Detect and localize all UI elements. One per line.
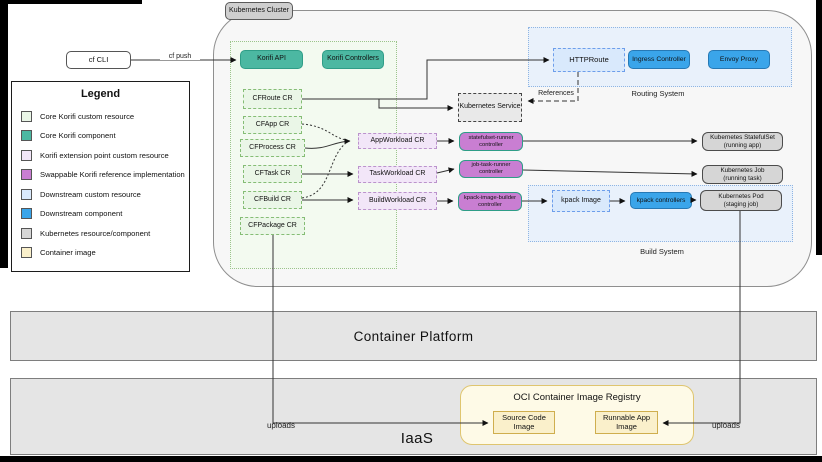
cfroute-cr: CFRoute CR [243,89,302,109]
k8s-job-subtitle: (running task) [723,174,762,182]
cfpackage-cr: CFPackage CR [240,217,305,235]
legend-items: Core Korifi custom resource Core Korifi … [12,100,189,271]
legend-item: Container image [21,247,189,259]
kpack-image: kpack Image [552,190,610,212]
downstream-cr-swatch-icon [21,188,32,200]
legend-item-label: Kubernetes resource/component [40,228,151,238]
legend-item-label: Downstream component [40,209,123,219]
oci-registry-title: OCI Container Image Registry [513,392,641,403]
statefulset-runner-controller: statefulset-runner controller [459,132,523,151]
k8s-statefulset-subtitle: (running app) [723,141,762,149]
container-image-swatch-icon [21,247,32,259]
screen-edge-left [0,0,8,268]
cfprocess-cr: CFProcess CR [240,139,305,157]
legend-item: Downstream custom resource [21,188,189,200]
container-platform-bar: Container Platform [10,311,817,361]
envoy-proxy: Envoy Proxy [708,50,770,69]
job-task-runner-controller: job-task-runner controller [459,160,523,178]
kubernetes-statefulset: Kubernetes StatefulSet (running app) [702,132,783,151]
legend-item: Downstream component [21,208,189,220]
legend-item: Korifi extension point custom resource [21,149,189,161]
k8s-job-title: Kubernetes Job [720,167,765,175]
legend-item: Swappable Korifi reference implementatio… [21,169,189,181]
cfapp-cr: CFApp CR [243,116,302,134]
core-component-swatch-icon [21,130,32,142]
k8s-pod-subtitle: (staging job) [723,200,759,208]
downstream-component-swatch-icon [21,208,32,220]
k8s-statefulset-title: Kubernetes StatefulSet [710,134,775,142]
legend-item-label: Swappable Korifi reference implementatio… [40,170,185,180]
legend-item-label: Core Korifi component [40,131,116,141]
k8s-resource-swatch-icon [21,227,32,239]
legend-item-label: Core Korifi custom resource [40,111,135,121]
container-platform-label: Container Platform [353,328,474,344]
kubernetes-job: Kubernetes Job (running task) [702,165,783,184]
extension-cr-swatch-icon [21,149,32,161]
buildworkload-cr: BuildWorkload CR [358,192,437,210]
legend-item: Core Korifi component [21,130,189,142]
korifi-controllers: Korifi Controllers [322,50,384,69]
taskworkload-cr: TaskWorkload CR [358,166,437,183]
build-system-label: Build System [640,247,684,256]
kpack-image-builder-controller: kpack-image-builder controller [458,192,522,211]
runnable-app-image: Runnable App Image [595,411,658,434]
screen-edge-right [816,0,822,255]
cfbuild-cr: CFBuild CR [243,191,302,209]
legend: Legend Core Korifi custom resource Core … [11,81,190,272]
legend-item-label: Container image [40,248,96,258]
iaas-label: IaaS [400,430,434,447]
cftask-cr: CFTask CR [243,165,302,183]
references-label: References [538,90,574,97]
kubernetes-pod: Kubernetes Pod (staging job) [700,190,782,211]
cf-push-label: cf push [160,53,200,60]
korifi-api: Korifi API [240,50,303,69]
swappable-impl-swatch-icon [21,169,32,181]
legend-item: Core Korifi custom resource [21,110,189,122]
cf-cli-box: cf CLI [66,51,131,69]
legend-title: Legend [80,88,121,100]
screen-edge-bottom [0,456,822,462]
kubernetes-cluster-tab: Kubernetes Cluster [225,2,293,20]
screen-edge-top [0,0,142,4]
ingress-controller: Ingress Controller [628,50,690,69]
source-code-image: Source Code Image [493,411,555,434]
routing-system-label: Routing System [631,89,685,98]
core-cr-swatch-icon [21,110,32,122]
uploads-left-label: uploads [266,421,296,430]
httproute: HTTPRoute [553,48,625,72]
legend-item-label: Korifi extension point custom resource [40,150,169,160]
kpack-controllers: kpack controllers [630,192,692,209]
appworkload-cr: AppWorkload CR [358,133,437,149]
legend-item-label: Downstream custom resource [40,189,141,199]
k8s-pod-title: Kubernetes Pod [718,193,764,201]
legend-item: Kubernetes resource/component [21,227,189,239]
kubernetes-service: Kubernetes Service [458,93,522,122]
uploads-right-label: uploads [711,421,741,430]
